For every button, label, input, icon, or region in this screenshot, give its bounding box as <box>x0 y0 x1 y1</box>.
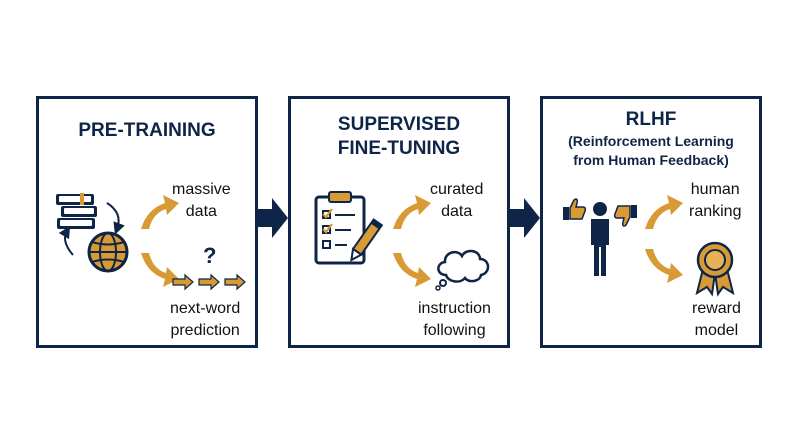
pencil-icon <box>350 218 384 262</box>
panel-supervised-fine-tuning: SUPERVISED FINE-TUNING curat <box>288 96 510 348</box>
clipboard-checklist-icon <box>314 191 366 265</box>
reward-model-label: reward model <box>692 300 741 339</box>
panel-title: SUPERVISED FINE-TUNING <box>291 113 507 161</box>
curved-arrow-icon <box>141 195 179 229</box>
panel-subtitle-line-2: from Human Feedback) <box>573 152 729 168</box>
instruction-following-label: instruction following <box>418 300 491 339</box>
curved-arrow-icon <box>645 249 683 283</box>
massive-data-label: massive data <box>172 181 231 220</box>
panel-rlhf: RLHF (Reinforcement Learning from Human … <box>540 96 762 348</box>
panel-pre-training: PRE-TRAINING massive data ? <box>36 96 258 348</box>
thought-cloud-icon <box>435 249 490 291</box>
panel-title-line-1: SUPERVISED <box>337 114 461 135</box>
token-arrows-icon <box>172 273 246 291</box>
curved-arrow-icon <box>393 253 431 287</box>
next-word-prediction-label: next-word prediction <box>170 300 241 339</box>
panel-title-line-2: FINE-TUNING <box>337 138 461 159</box>
curved-arrow-icon <box>393 195 431 229</box>
curved-arrow-icon <box>141 253 179 287</box>
panel-title: RLHF <box>625 109 677 130</box>
curved-arrow-icon <box>645 195 683 229</box>
human-ranking-label: human ranking <box>689 181 742 220</box>
cycle-arrows-icon <box>58 202 125 256</box>
stage-arrow-icon <box>258 198 288 238</box>
question-mark: ? <box>203 243 217 268</box>
stage-arrow-icon <box>510 198 540 238</box>
globe-icon <box>87 231 129 273</box>
panel-subtitle-line-1: (Reinforcement Learning <box>568 133 734 149</box>
thumbs-up-icon <box>563 198 587 220</box>
award-ribbon-icon <box>695 241 735 297</box>
panel-title: PRE-TRAINING <box>78 120 216 141</box>
person-icon <box>591 202 609 276</box>
panel-subtitle: (Reinforcement Learning from Human Feedb… <box>543 132 759 170</box>
thumbs-down-icon <box>613 205 637 227</box>
curated-data-label: curated data <box>430 181 484 220</box>
